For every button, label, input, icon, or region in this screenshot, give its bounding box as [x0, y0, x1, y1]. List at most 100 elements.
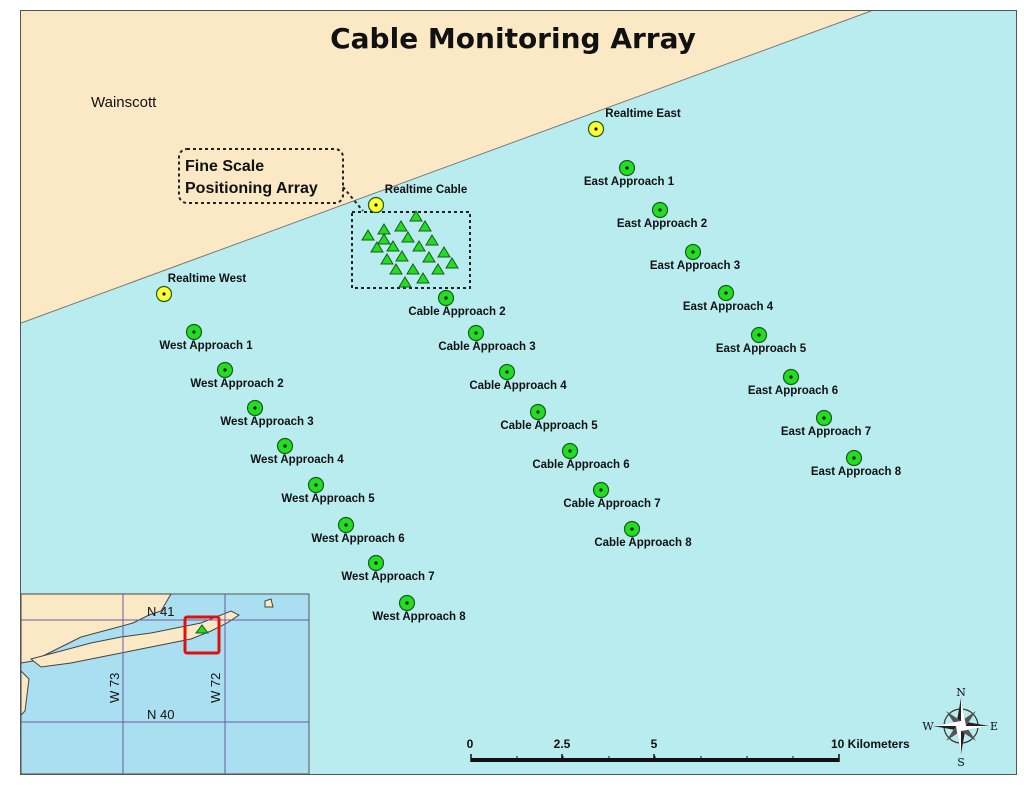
- station-west-approach-2[interactable]: West Approach 2: [190, 361, 284, 391]
- station-label: West Approach 8: [372, 611, 466, 623]
- compass-rose: N S E W: [922, 686, 998, 769]
- station-east-approach-7[interactable]: East Approach 7: [781, 409, 871, 439]
- station-cable-approach-6[interactable]: Cable Approach 6: [532, 442, 630, 472]
- station-west-approach-3[interactable]: West Approach 3: [220, 399, 314, 429]
- station-marker-dot: [283, 444, 287, 448]
- inset-array-marker: [195, 624, 209, 634]
- station-west-approach-1[interactable]: West Approach 1: [159, 323, 253, 353]
- compass-highlight-w: [933, 721, 961, 726]
- station-label: East Approach 3: [650, 260, 740, 272]
- station-label: Realtime East: [605, 108, 681, 120]
- station-marker-dot: [374, 203, 378, 207]
- station-cable-approach-2[interactable]: Cable Approach 2: [408, 289, 506, 319]
- station-marker-dot: [374, 561, 378, 565]
- callout-line2: Positioning Array: [185, 180, 318, 197]
- station-marker-dot: [444, 296, 448, 300]
- station-label: East Approach 5: [716, 343, 807, 355]
- fine-scale-receiver[interactable]: [409, 210, 423, 222]
- inset-label-n40: N 40: [147, 707, 174, 722]
- station-label: Realtime Cable: [385, 184, 467, 196]
- station-marker-dot: [822, 416, 826, 420]
- station-label: Cable Approach 7: [563, 498, 660, 510]
- station-label: East Approach 2: [617, 218, 707, 230]
- station-label: East Approach 6: [748, 385, 838, 397]
- station-marker-dot: [630, 527, 634, 531]
- station-east-approach-2[interactable]: East Approach 2: [617, 201, 707, 231]
- station-label: Cable Approach 8: [594, 537, 692, 549]
- inset-map: N 41 N 40 W 73 W 72: [21, 593, 310, 774]
- fine-scale-receiver[interactable]: [406, 263, 420, 275]
- fine-scale-receiver[interactable]: [389, 263, 403, 275]
- fine-scale-receiver[interactable]: [422, 251, 436, 263]
- station-marker-dot: [724, 291, 728, 295]
- station-west-approach-4[interactable]: West Approach 4: [250, 437, 344, 467]
- station-marker-dot: [691, 250, 695, 254]
- station-marker-dot: [474, 331, 478, 335]
- station-marker-dot: [253, 406, 257, 410]
- fine-scale-receiver[interactable]: [370, 241, 384, 253]
- callout-leader: [342, 186, 364, 212]
- fine-scale-receiver[interactable]: [377, 223, 391, 235]
- map-canvas: Cable Monitoring Array Wainscott Fine Sc…: [21, 11, 998, 774]
- station-label: West Approach 2: [190, 378, 283, 390]
- station-label: Cable Approach 6: [532, 459, 629, 471]
- station-realtime-cable[interactable]: Realtime Cable: [367, 184, 468, 214]
- inset-study-area-highlight: [183, 615, 221, 655]
- station-marker-dot: [405, 601, 409, 605]
- fine-scale-receiver[interactable]: [416, 272, 430, 284]
- fine-scale-receiver[interactable]: [377, 233, 391, 245]
- station-realtime-west[interactable]: Realtime West: [155, 273, 247, 303]
- fine-scale-receiver[interactable]: [361, 229, 375, 241]
- fine-scale-receiver[interactable]: [395, 250, 409, 262]
- scale-bar-ticks: [470, 754, 840, 762]
- station-cable-approach-8[interactable]: Cable Approach 8: [594, 520, 692, 550]
- station-west-approach-7[interactable]: West Approach 7: [341, 554, 435, 584]
- fine-scale-receiver[interactable]: [412, 240, 426, 252]
- place-label-wainscott: Wainscott: [91, 94, 157, 111]
- shoreline: [21, 11, 872, 324]
- fine-scale-receiver[interactable]: [394, 220, 408, 232]
- station-marker-dot: [192, 330, 196, 334]
- fine-scale-receiver[interactable]: [401, 231, 415, 243]
- callout-line1: Fine Scale: [185, 158, 264, 175]
- station-cable-approach-3[interactable]: Cable Approach 3: [438, 324, 536, 354]
- fine-scale-receiver[interactable]: [425, 234, 439, 246]
- station-east-approach-6[interactable]: East Approach 6: [748, 368, 838, 398]
- fine-scale-receiver[interactable]: [418, 220, 432, 232]
- fine-scale-receiver[interactable]: [386, 240, 400, 252]
- station-east-approach-4[interactable]: East Approach 4: [683, 284, 774, 314]
- station-west-approach-8[interactable]: West Approach 8: [372, 594, 466, 624]
- inset-label-w72: W 72: [208, 673, 223, 703]
- station-marker-dot: [599, 488, 603, 492]
- station-cable-approach-5[interactable]: Cable Approach 5: [500, 403, 598, 433]
- station-west-approach-5[interactable]: West Approach 5: [281, 476, 375, 506]
- fine-scale-receiver[interactable]: [398, 276, 412, 288]
- station-east-approach-8[interactable]: East Approach 8: [811, 449, 902, 479]
- compass-e: E: [990, 720, 998, 733]
- station-label: East Approach 7: [781, 426, 871, 438]
- station-east-approach-3[interactable]: East Approach 3: [650, 243, 740, 273]
- compass-highlight-e: [961, 726, 989, 731]
- station-east-approach-5[interactable]: East Approach 5: [716, 326, 807, 356]
- station-realtime-east[interactable]: Realtime East: [587, 108, 681, 138]
- inset-coast-south: [21, 670, 30, 716]
- fine-scale-receiver[interactable]: [437, 246, 451, 258]
- fine-scale-receiver[interactable]: [380, 253, 394, 265]
- station-label: Realtime West: [168, 273, 247, 285]
- fine-scale-receiver[interactable]: [431, 263, 445, 275]
- station-label: East Approach 1: [584, 176, 675, 188]
- station-marker-dot: [223, 368, 227, 372]
- scale-label-5: 5: [651, 737, 658, 751]
- fine-scale-receiver[interactable]: [445, 257, 459, 269]
- fine-scale-receivers: [361, 210, 459, 288]
- station-cable-approach-4[interactable]: Cable Approach 4: [469, 363, 567, 393]
- station-marker-dot: [568, 449, 572, 453]
- station-marker-dot: [314, 483, 318, 487]
- station-east-approach-1[interactable]: East Approach 1: [584, 159, 675, 189]
- station-marker-dot: [625, 166, 629, 170]
- station-cable-approach-7[interactable]: Cable Approach 7: [563, 481, 661, 511]
- compass-s: S: [957, 756, 965, 769]
- station-west-approach-6[interactable]: West Approach 6: [311, 516, 405, 546]
- inset-block-island: [264, 598, 274, 608]
- station-label: West Approach 6: [311, 533, 404, 545]
